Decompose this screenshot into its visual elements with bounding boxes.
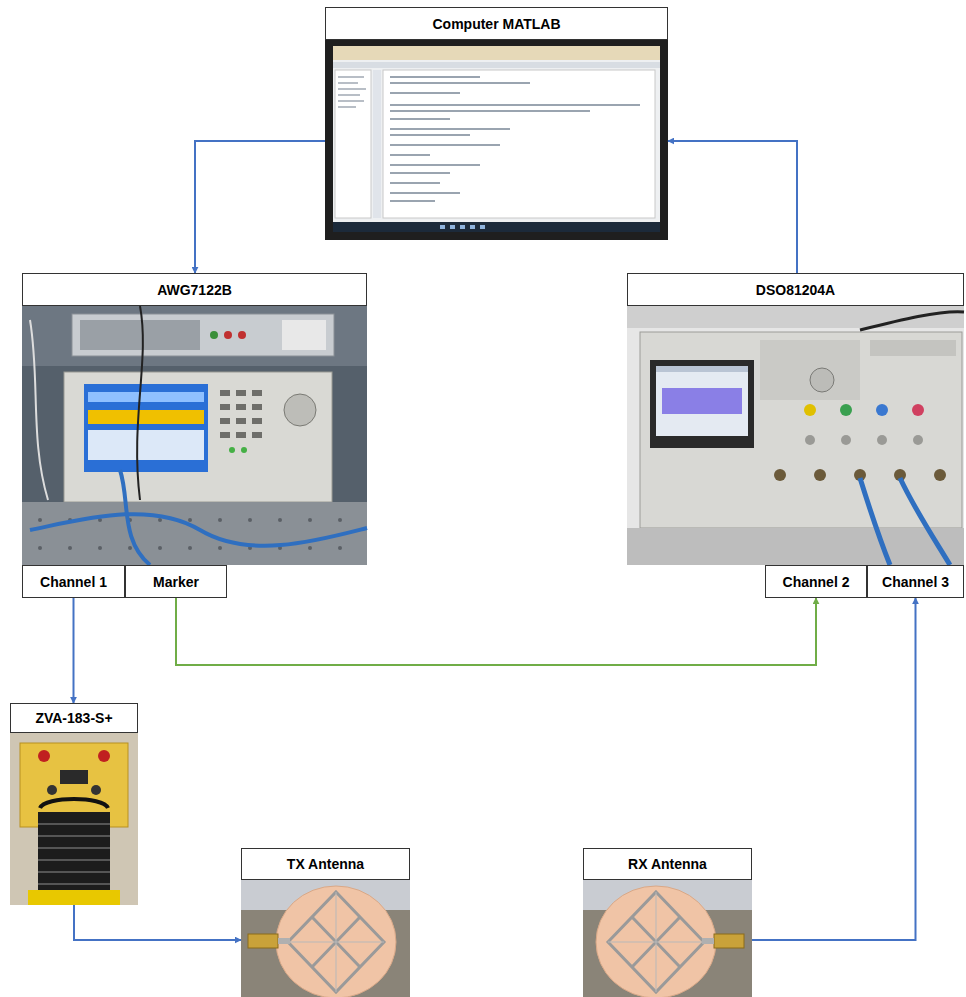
instrument-node: AWG7122B (22, 273, 367, 565)
node-header: DSO81204A (627, 273, 964, 306)
node-label: RX Antenna (628, 856, 707, 872)
node-label: ZVA-183-S+ (35, 710, 112, 726)
antenna-node: RX Antenna (583, 848, 752, 997)
port-box: Channel 3 (867, 565, 964, 598)
port-box: Channel 2 (765, 565, 867, 598)
node-label: Marker (153, 574, 199, 590)
marker-signal-line (176, 598, 816, 665)
node-header: Marker (125, 565, 227, 598)
port-box: Channel 1 (22, 565, 125, 598)
node-label: Channel 2 (783, 574, 850, 590)
instrument-node: DSO81204A (627, 273, 964, 565)
node-label: Computer MATLAB (432, 16, 560, 32)
signal-connector (195, 141, 325, 273)
awg-photo (22, 306, 367, 565)
amplifier-node: ZVA-183-S+ (10, 703, 138, 905)
node-label: Channel 3 (882, 574, 949, 590)
node-label: TX Antenna (287, 856, 364, 872)
node-header: TX Antenna (241, 848, 410, 880)
rx-antenna-photo (583, 880, 752, 997)
node-header: Channel 2 (765, 565, 867, 598)
tx-antenna-photo (241, 880, 410, 997)
node-header: Channel 3 (867, 565, 964, 598)
node-header: AWG7122B (22, 273, 367, 306)
signal-connector (73, 598, 75, 703)
signal-connector (74, 905, 241, 940)
node-header: Computer MATLAB (325, 7, 668, 40)
signal-connector (752, 598, 916, 940)
computer-photo (325, 40, 668, 240)
antenna-node: TX Antenna (241, 848, 410, 997)
node-label: Channel 1 (40, 574, 107, 590)
computer-node: Computer MATLAB (325, 7, 668, 240)
amplifier-photo (10, 733, 138, 905)
node-label: DSO81204A (756, 282, 835, 298)
signal-connector (668, 141, 797, 273)
node-header: ZVA-183-S+ (10, 703, 138, 733)
port-box: Marker (125, 565, 227, 598)
oscilloscope-photo (627, 306, 964, 565)
node-label: AWG7122B (157, 282, 232, 298)
node-header: Channel 1 (22, 565, 125, 598)
node-header: RX Antenna (583, 848, 752, 880)
